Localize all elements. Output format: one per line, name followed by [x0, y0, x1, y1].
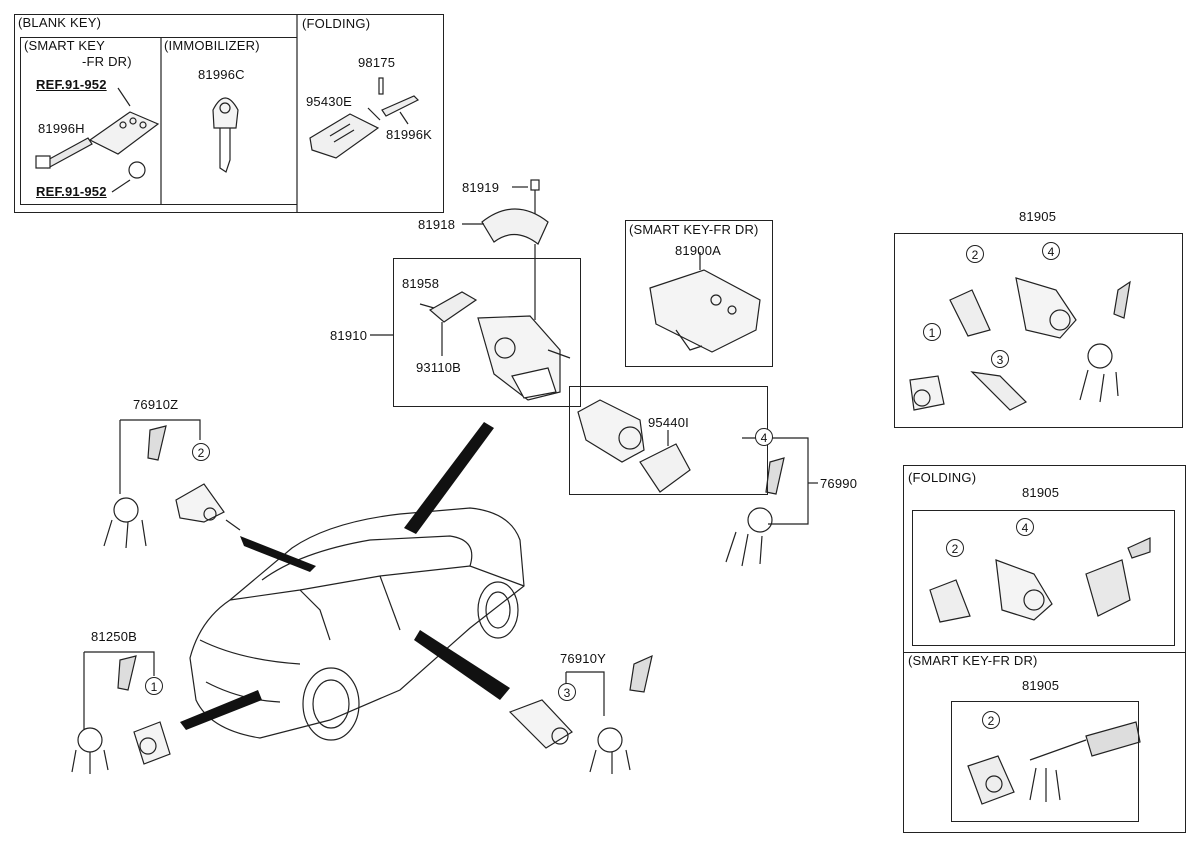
smart-key-fob-drawing [35, 87, 160, 193]
folding-outer-box [903, 465, 1186, 833]
immobilizer-key-drawing [212, 97, 239, 173]
blank-key-title: (BLANK KEY) [18, 15, 102, 30]
key-set-76990-drawing [725, 457, 785, 567]
ref-link-top[interactable]: REF.91-952 [36, 77, 107, 92]
smart-key-label-line1: (SMART KEY [24, 38, 105, 53]
part-81250b-label: 81250B [91, 629, 138, 644]
part-95430e-label: 95430E [306, 94, 353, 109]
part-93110b-label: 93110B [416, 360, 462, 375]
ignition-lock-drawing [419, 291, 571, 401]
folding-set-title: (FOLDING) [908, 470, 977, 485]
callout-2-folding: 2 [946, 539, 964, 557]
callout-3-car: 3 [558, 683, 576, 701]
folding-set-box [912, 510, 1175, 646]
part-81918-label: 81918 [418, 217, 456, 232]
callout-2-car: 2 [192, 443, 210, 461]
part-81910-label: 81910 [330, 328, 368, 343]
smart-ignition-box [625, 220, 773, 367]
callout-2-smart: 2 [982, 711, 1000, 729]
lock-set-folding-drawing [929, 537, 1151, 623]
immobilizer-label: (IMMOBILIZER) [164, 38, 260, 53]
lock-set-81905-box [894, 233, 1183, 428]
part-95440i-label: 95440I [648, 415, 689, 430]
callout-4-folding: 4 [1016, 518, 1034, 536]
key-set-76910y-drawing [508, 654, 653, 774]
smart-key-subpanel [20, 37, 297, 205]
part-98175-label: 98175 [358, 55, 396, 70]
part-76990-label: 76990 [820, 476, 858, 491]
smart-set-title: (SMART KEY-FR DR) [908, 653, 1038, 668]
part-81958-label: 81958 [402, 276, 440, 291]
ignition-cylinder-drawing [577, 399, 691, 493]
key-set-76910z-drawing [103, 425, 241, 549]
car-illustration [189, 507, 525, 741]
callout-2-top: 2 [966, 245, 984, 263]
ref-link-bottom[interactable]: REF.91-952 [36, 184, 107, 199]
callout-4-top: 4 [1042, 242, 1060, 260]
lock-set-81905-drawing [909, 277, 1131, 411]
part-81905-smart-label: 81905 [1022, 678, 1060, 693]
smart-key-label-line2: -FR DR) [82, 54, 132, 69]
ignition-cylinder-box [569, 386, 768, 495]
lock-set-smart-drawing [967, 721, 1141, 805]
key-set-81250b-drawing [71, 655, 171, 774]
smart-ignition-module-drawing [649, 252, 761, 353]
callout-4-ignition: 4 [755, 428, 773, 446]
folding-key-drawing [309, 77, 420, 159]
smart-set-box [951, 701, 1139, 822]
folding-label: (FOLDING) [302, 16, 371, 31]
smart-key-fr-dr-title: (SMART KEY-FR DR) [629, 222, 759, 237]
folding-divider [903, 652, 1186, 653]
part-81996k-label: 81996K [386, 127, 433, 142]
part-81996h-label: 81996H [38, 121, 85, 136]
part-81905-top-label: 81905 [1019, 209, 1057, 224]
callout-3-top: 3 [991, 350, 1009, 368]
part-81900a-label: 81900A [675, 243, 722, 258]
ignition-lock-box [393, 258, 581, 407]
part-81919-label: 81919 [462, 180, 500, 195]
part-81905-folding-label: 81905 [1022, 485, 1060, 500]
callout-1-top: 1 [923, 323, 941, 341]
blank-key-panel [14, 14, 444, 213]
part-81996c-label: 81996C [198, 67, 245, 82]
part-76910z-label: 76910Z [133, 397, 179, 412]
callout-1-car: 1 [145, 677, 163, 695]
pointer-arrows [180, 422, 510, 730]
part-76910y-label: 76910Y [560, 651, 607, 666]
